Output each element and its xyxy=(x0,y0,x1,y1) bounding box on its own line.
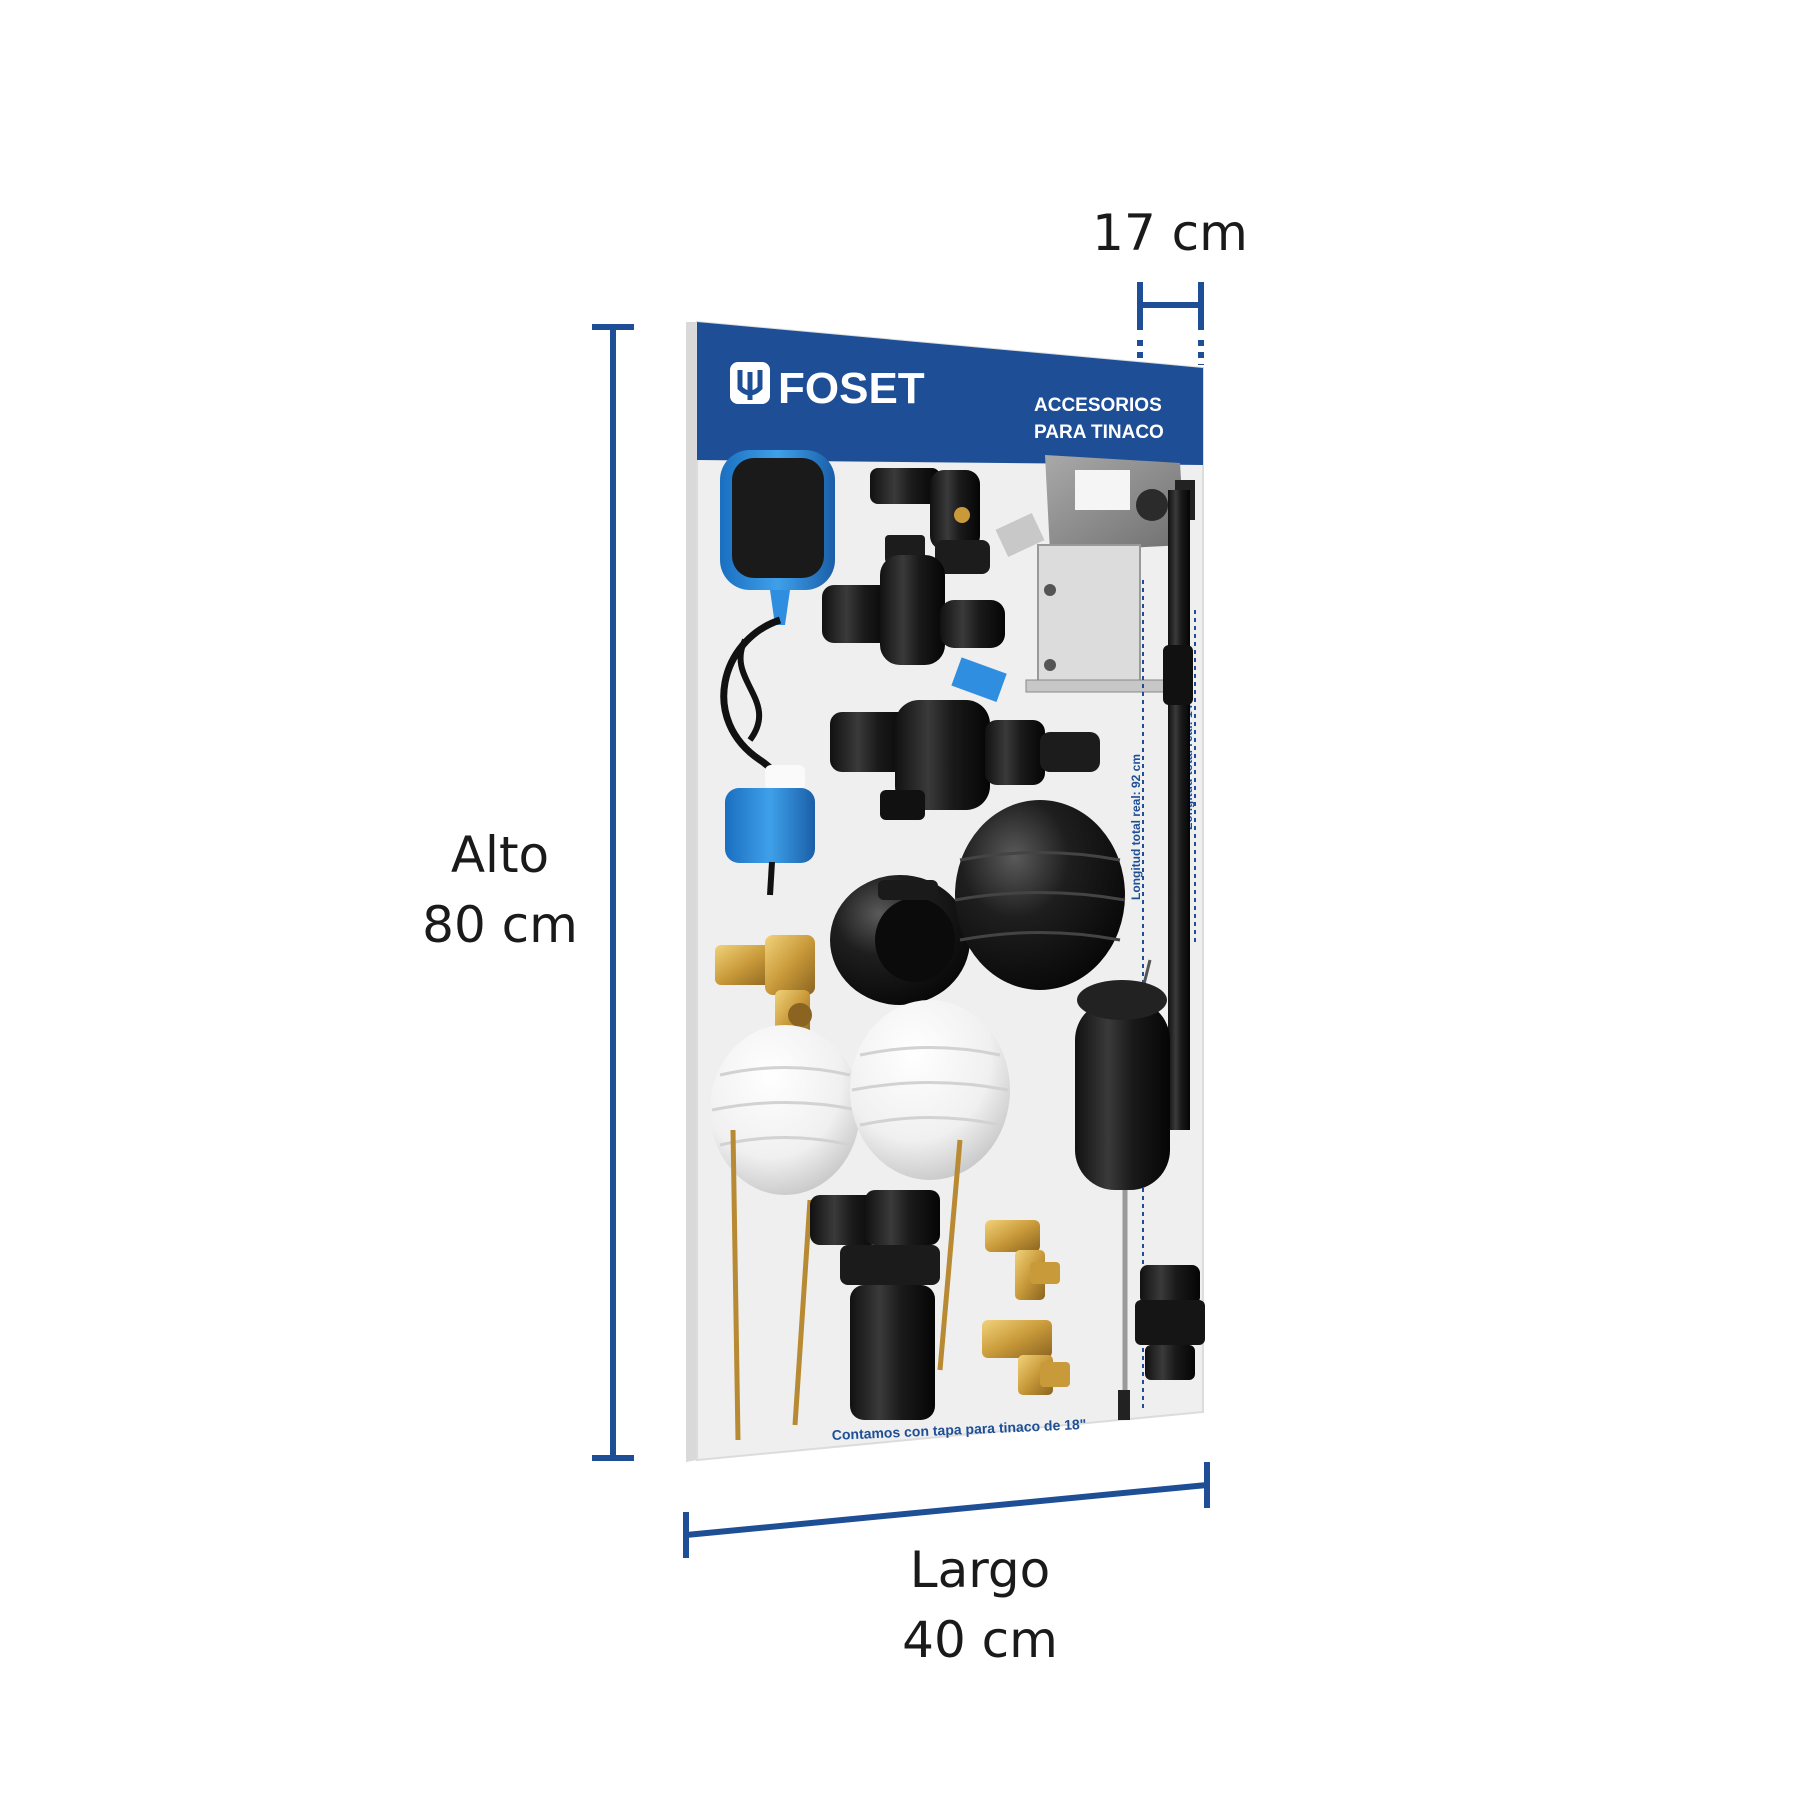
brass-float-valve-left xyxy=(715,935,815,1040)
height-dimension-label: Alto 80 cm xyxy=(400,820,600,960)
black-threaded-adapter xyxy=(1135,1265,1205,1380)
width-value: 40 cm xyxy=(902,1611,1058,1669)
width-dimension-line xyxy=(685,1482,1208,1538)
header-title-line1: ACCESORIOS xyxy=(1034,395,1162,416)
height-value: 80 cm xyxy=(422,896,578,954)
black-valve-top xyxy=(822,535,1005,665)
products xyxy=(710,450,1205,1441)
width-label: Largo xyxy=(909,1541,1051,1599)
black-valve-blue-handle xyxy=(830,657,1100,820)
brass-float-valve-small-top xyxy=(985,1220,1060,1300)
header-title-line2: PARA TINACO xyxy=(1034,422,1164,443)
brass-float-valve-small-bottom xyxy=(982,1320,1070,1395)
white-float-ball-right xyxy=(850,1000,1010,1180)
black-elbow-fitting xyxy=(870,468,1045,574)
blue-float-switch xyxy=(720,450,835,896)
width-dimension-label: Largo 40 cm xyxy=(880,1535,1080,1675)
panel-header xyxy=(697,322,1203,465)
brass-threaded-rods xyxy=(730,1129,963,1441)
brand-name: FOSET xyxy=(778,364,925,413)
height-label: Alto xyxy=(450,826,550,884)
dimension-lines xyxy=(592,282,1210,1558)
depth-dimension-label: 17 cm xyxy=(1092,204,1248,262)
black-filter-housing xyxy=(810,1190,940,1420)
black-tank-connector xyxy=(830,875,970,1005)
length-label-92: Longitud total real: 92 cm xyxy=(1129,754,1143,900)
grey-pressure-switch xyxy=(1025,455,1195,1130)
foset-logo: FOSET xyxy=(730,362,925,413)
black-expansion-tank xyxy=(1075,980,1170,1420)
